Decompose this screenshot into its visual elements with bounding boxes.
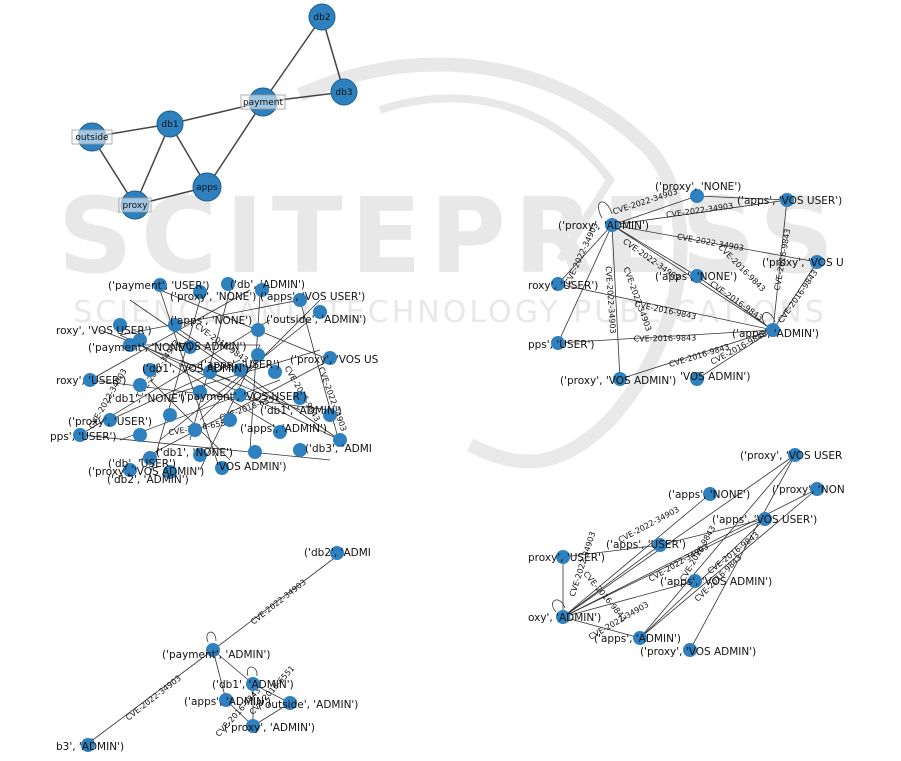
node-db3: db3 [330,78,358,106]
dense-edges [79,289,341,476]
svg-text:('db1', 'NONE'): ('db1', 'NONE') [108,393,185,405]
svg-text:('proxy', 'VOS U: ('proxy', 'VOS U [762,257,844,269]
svg-text:proxy', 'USER'): proxy', 'USER') [528,552,605,564]
svg-text:('payment', 'NONE'): ('payment', 'NONE') [88,342,192,354]
svg-text:('proxy', 'NONE'): ('proxy', 'NONE') [170,291,256,303]
pay-node-labels: ('db2', 'ADMI ('payment', 'ADMIN') ('db1… [56,547,371,753]
svg-text:('apps', 'VOS ADMIN'): ('apps', 'VOS ADMIN') [660,576,772,588]
svg-text:('db1', 'NONE'): ('db1', 'NONE') [156,447,233,459]
svg-text:('proxy', 'VOS ADMIN'): ('proxy', 'VOS ADMIN') [560,375,676,387]
svg-text:('db1', 'ADMIN'): ('db1', 'ADMIN') [260,405,342,417]
dense-nodes [73,277,347,479]
svg-text:('apps', 'ADMIN'): ('apps', 'ADMIN') [184,696,271,708]
node-apps: apps [192,172,222,202]
svg-text:('apps', 'ADMIN'): ('apps', 'ADMIN') [240,423,327,435]
svg-text:('proxy', 'VOS US: ('proxy', 'VOS US [290,354,379,366]
svg-text:('db1', 'ADMIN'): ('db1', 'ADMIN') [212,679,294,691]
svg-text:'VOS ADMIN'): 'VOS ADMIN') [216,461,286,473]
svg-text:('proxy', 'NONE'): ('proxy', 'NONE') [655,181,741,193]
watermark-subtitle: SCIENCE AND TECHNOLOGY PUBLICATIONS [73,295,827,330]
attack-graph-apps-proxy: CVE-2022-34903 CVE-2022-34903 CVE-2016-9… [528,448,845,658]
node-payment: payment [240,87,286,117]
svg-text:pps', 'USER'): pps', 'USER') [528,339,595,351]
svg-text:('outside', 'ADMIN'): ('outside', 'ADMIN') [258,699,358,711]
node-db2: db2 [308,3,336,31]
svg-text:roxy', 'VOS USER'): roxy', 'VOS USER') [56,325,152,337]
svg-text:outside: outside [75,133,109,143]
svg-text:('payment', 'USER'): ('payment', 'USER') [108,280,209,292]
svg-text:('apps', 'VOS USER'): ('apps', 'VOS USER') [712,514,817,526]
svg-text:roxy', 'USER'): roxy', 'USER') [56,375,126,387]
svg-text:pps', 'USER'): pps', 'USER') [50,431,117,443]
svg-text:db2: db2 [313,13,330,23]
svg-text:('db2', 'ADMIN'): ('db2', 'ADMIN') [107,474,189,486]
watermark-title: SCITEPRESS [58,175,842,297]
pa-edges [557,195,818,380]
svg-text:('apps', 'VOS USER'): ('apps', 'VOS USER') [260,291,365,303]
node-db1: db1 [156,110,184,138]
pay-nodes [81,546,344,752]
edge-db1-proxy [134,123,171,206]
svg-text:('proxy', 'VOS ADMIN'): ('proxy', 'VOS ADMIN') [88,466,204,478]
ap-node-labels: ('proxy', 'VOS USER ('apps', 'NONE') ('p… [528,450,845,658]
watermark: SCITEPRESS SCIENCE AND TECHNOLOGY PUBLIC… [58,57,842,469]
svg-text:CVE-2022-34903: CVE-2022-34903 [124,674,183,723]
svg-text:('apps', 'USER'): ('apps', 'USER') [606,539,686,551]
svg-text:('apps', 'NONE'): ('apps', 'NONE') [655,271,737,283]
svg-text:('db', 'ADMIN'): ('db', 'ADMIN') [230,279,305,291]
svg-text:('db1', 'VOS ADMIN'): ('db1', 'VOS ADMIN') [142,363,249,375]
svg-text:('payment', 'ADMIN'): ('payment', 'ADMIN') [162,649,270,661]
svg-text:('proxy', 'VOS ADMIN'): ('proxy', 'VOS ADMIN') [640,646,756,658]
svg-text:('proxy', 'NON: ('proxy', 'NON [772,484,845,496]
ap-edges [552,454,818,651]
svg-text:('outside', 'ADMIN'): ('outside', 'ADMIN') [266,314,366,326]
pa-node-labels: ('proxy', 'NONE') ('apps', 'VOS USER') (… [528,181,844,387]
dense-node-labels: ('payment', 'USER') ('proxy', 'NONE') ('… [50,279,379,486]
node-outside: outside [71,122,113,152]
edge-db2-payment [262,16,323,103]
svg-text:roxy', 'USER'): roxy', 'USER') [528,280,598,292]
svg-text:('apps', 'VOS USER'): ('apps', 'VOS USER') [737,195,842,207]
svg-text:('proxy', 'ADMIN'): ('proxy', 'ADMIN') [224,722,315,734]
svg-text:('db', 'USER'): ('db', 'USER') [108,458,176,470]
pay-edges [89,555,338,743]
svg-text:('apps', 'ADMIN'): ('apps', 'ADMIN') [732,328,819,340]
svg-text:'VOS ADMIN'): 'VOS ADMIN') [176,341,246,353]
svg-text:('apps', 'NONE'): ('apps', 'NONE') [668,489,750,501]
watermark-logo-arc [297,57,688,469]
svg-text:('proxy', 'ADMIN'): ('proxy', 'ADMIN') [558,220,649,232]
svg-text:apps: apps [196,183,218,193]
svg-text:oxy', 'ADMIN'): oxy', 'ADMIN') [528,612,601,624]
pa-nodes [551,189,824,386]
topology-nodes: db2 db3 payment db1 outside apps proxy [71,3,358,220]
node-proxy: proxy [118,190,152,220]
svg-text:('db2', 'ADMI: ('db2', 'ADMI [304,547,371,559]
svg-text:('proxy', 'USER'): ('proxy', 'USER') [68,416,152,428]
svg-text:('apps', 'NONE'): ('apps', 'NONE') [170,315,252,327]
svg-text:('apps', 'USER'): ('apps', 'USER') [200,359,280,371]
svg-text:db3: db3 [335,88,352,98]
attack-graph-payment: CVE-2022-34903 CVE-2022-34903 CVE-2016-9… [56,546,371,753]
svg-text:db1: db1 [161,120,178,130]
svg-text:payment: payment [243,98,284,108]
svg-text:('payment', 'VOS USER'): ('payment', 'VOS USER') [180,391,307,403]
svg-text:('apps', 'ADMIN'): ('apps', 'ADMIN') [594,633,681,645]
svg-text:CVE-2022-34903: CVE-2022-34903 [249,578,308,627]
ap-nodes [556,448,824,657]
watermark-logo-inner [378,94,615,263]
svg-text:proxy: proxy [122,201,148,211]
svg-text:('proxy', 'VOS USER: ('proxy', 'VOS USER [740,450,842,462]
svg-text:b3', 'ADMIN'): b3', 'ADMIN') [56,741,124,753]
edge-payment-apps [206,101,264,188]
svg-text:'VOS ADMIN'): 'VOS ADMIN') [680,371,750,383]
svg-text:('db3', 'ADMI: ('db3', 'ADMI [305,443,372,455]
svg-text:CVE-2016-9843: CVE-2016-9843 [634,333,697,343]
